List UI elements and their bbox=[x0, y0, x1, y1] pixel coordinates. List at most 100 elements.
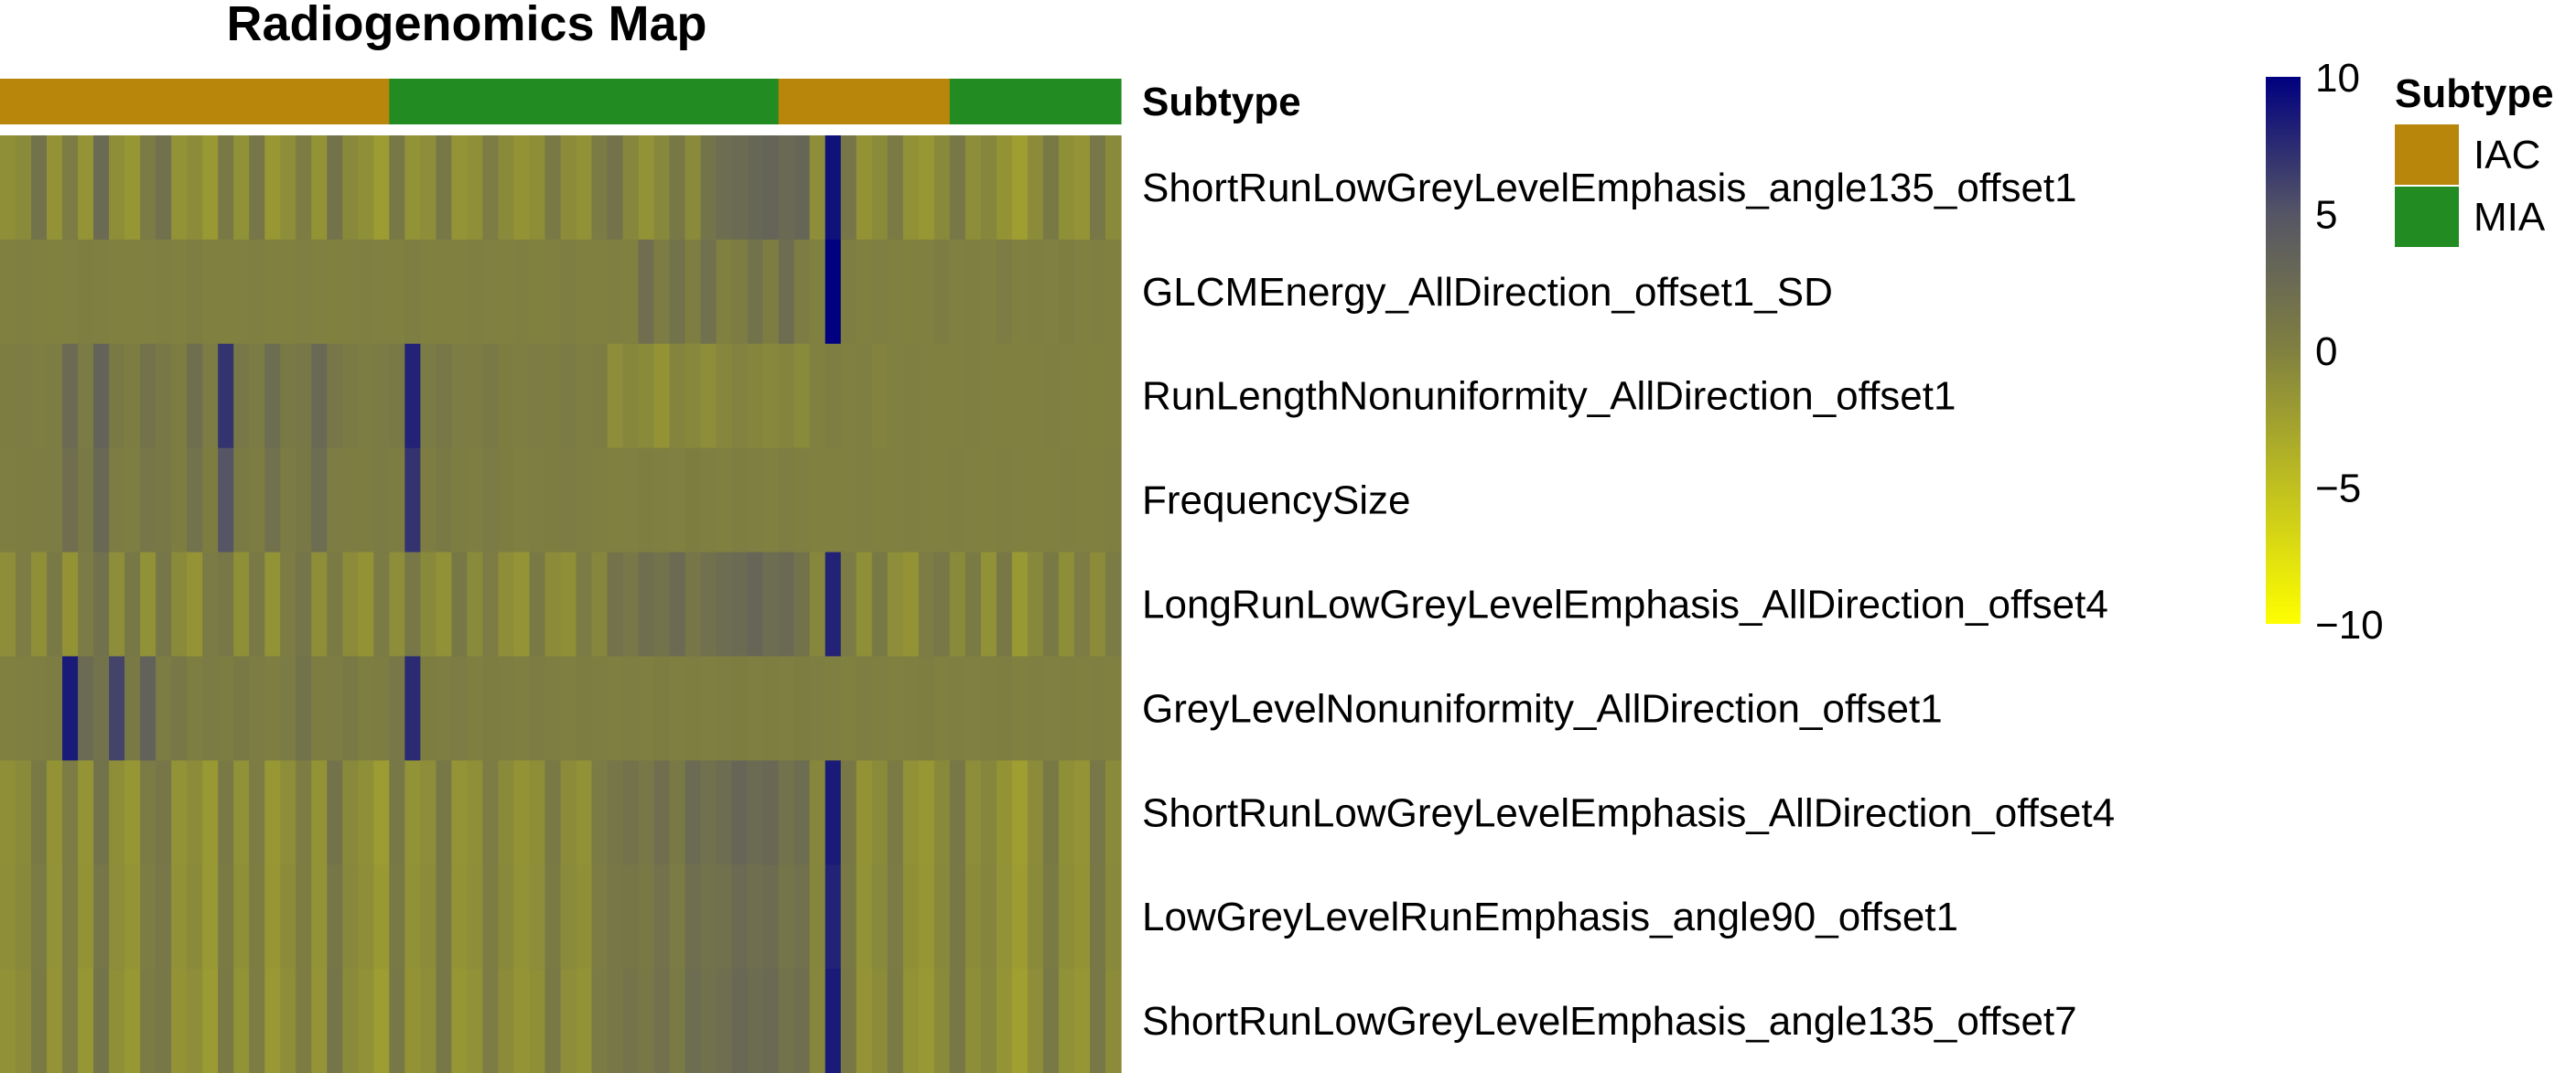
heatmap-cell bbox=[342, 239, 359, 345]
heatmap-cell bbox=[856, 239, 873, 345]
heatmap-cell bbox=[140, 552, 156, 658]
heatmap-cell bbox=[747, 343, 764, 449]
heatmap-cell bbox=[1058, 760, 1075, 865]
heatmap-cell bbox=[296, 552, 312, 658]
heatmap-cell bbox=[358, 864, 374, 970]
heatmap-cell bbox=[218, 969, 234, 1073]
heatmap-cell bbox=[996, 864, 1013, 970]
heatmap-cell bbox=[762, 864, 780, 970]
heatmap-cell bbox=[793, 343, 811, 449]
heatmap-cell bbox=[902, 760, 920, 865]
heatmap-cell bbox=[0, 969, 16, 1073]
heatmap-cell bbox=[887, 969, 904, 1073]
annotation-segment-mia-4 bbox=[949, 79, 1122, 124]
heatmap-cell bbox=[249, 760, 265, 865]
heatmap-cell bbox=[16, 656, 32, 761]
heatmap-cell bbox=[451, 969, 469, 1073]
heatmap-cell bbox=[249, 135, 265, 241]
heatmap-cell bbox=[840, 447, 857, 553]
heatmap-cell bbox=[607, 552, 624, 658]
heatmap-cell bbox=[264, 447, 281, 553]
heatmap-cell bbox=[840, 552, 857, 658]
heatmap-cell bbox=[187, 969, 203, 1073]
heatmap-cell bbox=[700, 447, 717, 553]
heatmap-cell bbox=[156, 760, 172, 865]
heatmap-cell bbox=[980, 656, 997, 761]
heatmap-cell bbox=[856, 656, 873, 761]
heatmap-cell bbox=[1058, 864, 1075, 970]
heatmap-cell bbox=[684, 760, 702, 865]
heatmap-cell bbox=[0, 552, 16, 658]
heatmap-cell bbox=[482, 343, 500, 449]
heatmap-cell bbox=[840, 969, 857, 1073]
heatmap-cell bbox=[980, 447, 997, 553]
heatmap-cell bbox=[716, 343, 733, 449]
heatmap-cell bbox=[809, 656, 826, 761]
heatmap-cell bbox=[156, 343, 172, 449]
heatmap-cell bbox=[31, 969, 48, 1073]
heatmap-cell bbox=[233, 447, 250, 553]
heatmap-cell bbox=[16, 343, 32, 449]
heatmap-cell bbox=[109, 760, 125, 865]
heatmap-cell bbox=[1027, 864, 1044, 970]
legend-swatch-iac bbox=[2395, 124, 2459, 185]
heatmap-cell bbox=[731, 343, 749, 449]
heatmap-cell bbox=[980, 760, 997, 865]
heatmap-cell bbox=[482, 239, 500, 345]
heatmap-cell bbox=[669, 447, 686, 553]
heatmap-cell bbox=[622, 552, 640, 658]
heatmap-cell bbox=[653, 135, 671, 241]
heatmap-cell bbox=[109, 969, 125, 1073]
heatmap-cell bbox=[373, 343, 390, 449]
heatmap-cell bbox=[389, 864, 405, 970]
heatmap-cell bbox=[1089, 864, 1106, 970]
heatmap-cell bbox=[949, 656, 966, 761]
heatmap-cell bbox=[140, 239, 156, 345]
heatmap-cell bbox=[171, 760, 188, 865]
heatmap-cell bbox=[965, 135, 982, 241]
row-label: ShortRunLowGreyLevelEmphasis_angle135_of… bbox=[1142, 999, 2077, 1044]
heatmap-cell bbox=[513, 343, 531, 449]
heatmap-cell bbox=[202, 239, 219, 345]
heatmap-cell bbox=[700, 343, 717, 449]
heatmap-cell bbox=[156, 239, 172, 345]
heatmap-cell bbox=[1058, 552, 1075, 658]
heatmap-cell bbox=[793, 552, 811, 658]
heatmap-cell bbox=[327, 760, 343, 865]
heatmap-cell bbox=[1042, 656, 1060, 761]
heatmap-cell bbox=[638, 969, 655, 1073]
heatmap-cell bbox=[358, 969, 374, 1073]
heatmap-cell bbox=[684, 447, 702, 553]
heatmap-cell bbox=[513, 969, 531, 1073]
heatmap-cell bbox=[420, 656, 437, 761]
heatmap-cell bbox=[342, 552, 359, 658]
heatmap-cell bbox=[451, 447, 469, 553]
heatmap-cell bbox=[296, 447, 312, 553]
heatmap-cell bbox=[420, 239, 437, 345]
heatmap-cell bbox=[747, 864, 764, 970]
heatmap-cell bbox=[187, 343, 203, 449]
heatmap-cell bbox=[684, 552, 702, 658]
heatmap-cell bbox=[747, 760, 764, 865]
color-scale-tick: 10 bbox=[2315, 56, 2360, 101]
heatmap-cell bbox=[311, 760, 328, 865]
heatmap-cell bbox=[249, 447, 265, 553]
color-scale-bar bbox=[2266, 77, 2301, 624]
heatmap-cell bbox=[78, 656, 94, 761]
heatmap-cell bbox=[264, 760, 281, 865]
heatmap-cell bbox=[109, 343, 125, 449]
heatmap-cell bbox=[638, 864, 655, 970]
heatmap-cell bbox=[467, 656, 484, 761]
heatmap-cell bbox=[638, 447, 655, 553]
heatmap-cell bbox=[638, 552, 655, 658]
heatmap-cell bbox=[327, 239, 343, 345]
heatmap-cell bbox=[669, 343, 686, 449]
heatmap-cell bbox=[47, 343, 63, 449]
heatmap-cell bbox=[482, 969, 500, 1073]
heatmap-cell bbox=[498, 969, 515, 1073]
heatmap-cell bbox=[109, 552, 125, 658]
row-label: FrequencySize bbox=[1142, 478, 1410, 523]
heatmap-cell bbox=[404, 864, 421, 970]
heatmap-cell bbox=[778, 135, 795, 241]
heatmap-cell bbox=[856, 447, 873, 553]
